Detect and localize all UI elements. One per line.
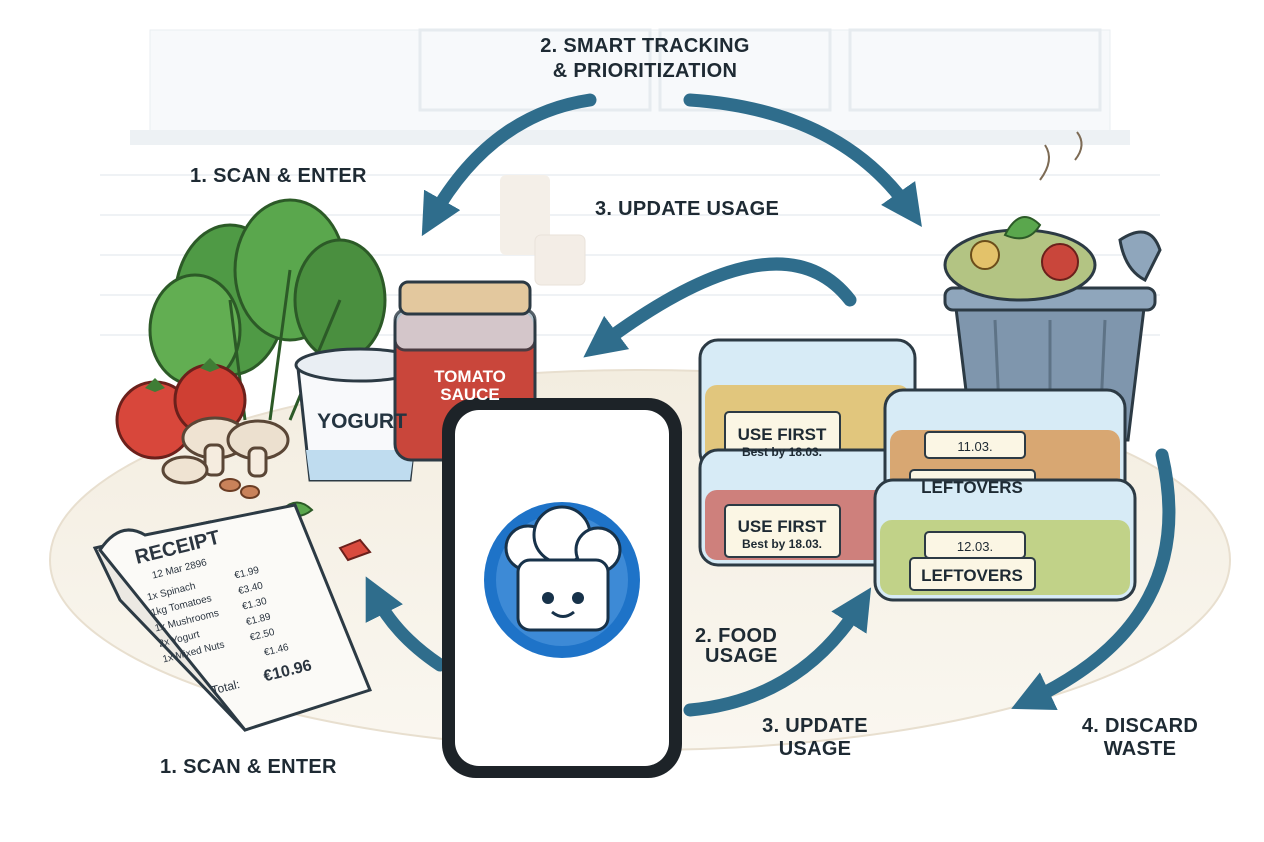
container-2-date: 11.03.	[957, 439, 992, 454]
step-3-label-top: 3. UPDATE USAGE	[595, 198, 780, 220]
yogurt-label: YOGURT	[317, 410, 407, 433]
arrow-top-left	[421, 93, 597, 237]
receipt-icon	[92, 503, 372, 732]
container-3-date: 12.03.	[957, 539, 993, 554]
tomato-icon	[115, 358, 247, 460]
arrow-to-receipt	[365, 576, 447, 672]
container-1-sub: Best by 18.03.	[742, 537, 822, 551]
container-3-label: LEFTOVERS	[921, 566, 1023, 585]
chef-hat-mascot-icon	[484, 502, 640, 658]
arrow-food-usage	[683, 587, 872, 717]
yogurt-cup-icon	[294, 347, 426, 482]
container-0-label: USE FIRST	[738, 425, 827, 444]
container-leftovers-bottom	[873, 478, 1137, 602]
tomato-label-line1: TOMATO	[434, 367, 506, 386]
container-2-label: LEFTOVERS	[921, 478, 1023, 497]
container-1-label: USE FIRST	[738, 517, 827, 536]
spinach-icon	[148, 198, 387, 421]
step-4-label-line1: 4. DISCARD	[1081, 715, 1199, 737]
step-4-label-line2: WASTE	[1103, 738, 1177, 760]
step-2-label-bottom-line2: USAGE	[705, 645, 778, 667]
step-1-label-top: 1. SCAN & ENTER	[190, 165, 367, 187]
step-3-label-bottom-line1: 3. UPDATE	[762, 715, 868, 737]
step-2-label-top-line1: 2. SMART TRACKING	[540, 35, 750, 57]
flow-arrows	[365, 93, 1176, 717]
container-use-first-bottom	[698, 448, 917, 567]
receipt-total-label: Total:	[210, 677, 241, 698]
arrow-update-usage	[583, 257, 857, 358]
mushroom-icon	[161, 416, 290, 485]
step-2-label-top-line2: & PRIORITIZATION	[552, 60, 738, 82]
arrow-discard-waste	[1011, 448, 1176, 710]
arrow-top-right	[683, 93, 922, 228]
step-1-label-bottom: 1. SCAN & ENTER	[160, 756, 337, 778]
step-3-label-bottom-line2: USAGE	[778, 738, 852, 760]
container-0-sub: Best by 18.03.	[742, 445, 822, 459]
step-2-label-bottom-line1: 2. FOOD	[695, 625, 778, 647]
tomato-label-line2: SAUCE	[440, 385, 500, 404]
